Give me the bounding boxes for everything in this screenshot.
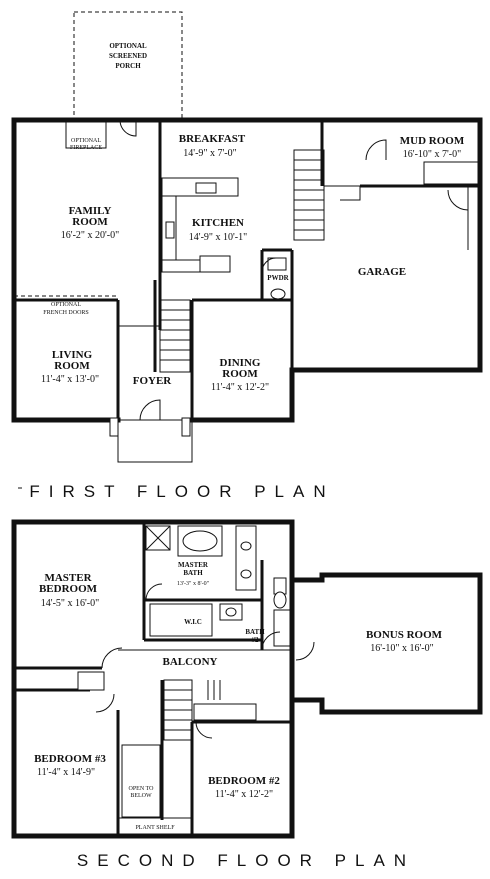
living-room-label-line-1: LIVING: [52, 349, 93, 361]
bedroom2-size: 11'-4" x 12'-2": [215, 789, 273, 800]
master-bath-label-line-2: BATH: [183, 569, 203, 577]
mud-room-label: MUD ROOM: [400, 135, 465, 147]
open-to-below-area: [121, 744, 161, 818]
french-doors-label-line-1: OPTIONAL: [51, 302, 81, 308]
garage-side-door-swing: [447, 189, 469, 211]
french-doors-label-line-2: FRENCH DOORS: [43, 310, 89, 316]
mudroom-door-swing: [365, 139, 387, 161]
breakfast-size: 14'-9" x 7'-0": [183, 148, 236, 159]
bedroom2-label: BEDROOM #2: [208, 775, 280, 787]
open-to-below-label-line-1: OPEN TO: [129, 786, 155, 792]
powder-room-fixtures: [267, 257, 287, 300]
master-bath-fixtures: [145, 525, 257, 591]
open-to-below-label-line-2: BELOW: [130, 793, 152, 799]
front-stoop: [117, 419, 193, 463]
dining-room-size: 11'-4" x 12'-2": [211, 382, 269, 393]
powder-label: PWDR: [267, 274, 289, 282]
upper-stairs: [163, 679, 257, 741]
bedroom3-door-swing: [95, 693, 115, 713]
bonus-room-label: BONUS ROOM: [366, 629, 443, 641]
porch-label-line-2: SCREENED: [109, 52, 147, 60]
powder-door-swing: [261, 257, 277, 273]
family-room-label-line-1: FAMILY: [69, 205, 112, 217]
balcony-label: BALCONY: [162, 656, 217, 668]
first-floor-plan: OPTIONAL SCREENED PORCH OPTIONAL FIREPLA…: [11, 11, 483, 501]
main-stairs: [159, 299, 191, 373]
porch-label-line-1: OPTIONAL: [109, 42, 147, 50]
bath2-fixtures: [219, 577, 291, 647]
bath2-label-line-1: BATH: [245, 628, 265, 636]
garage-label: GARAGE: [358, 266, 406, 278]
plant-shelf: [117, 817, 193, 835]
front-column-left: [109, 417, 119, 437]
first-floor-exterior-wall-right: [189, 367, 295, 423]
dining-room-label-line-1: DINING: [220, 357, 261, 369]
walk-in-closet-shelves: [149, 603, 213, 637]
family-room-size: 16'-2" x 20'-0": [61, 230, 119, 241]
kitchen-counters: [161, 177, 239, 273]
garage-stairs: [293, 149, 361, 241]
bonus-room-size: 16'-10" x 16'-0": [370, 643, 433, 654]
wic-label: W.I.C: [184, 618, 202, 626]
bath2-door-swing: [261, 631, 281, 651]
first-floor-heading: FIRST FLOOR PLAN: [29, 482, 334, 501]
living-room-size: 11'-4" x 13'-0": [41, 374, 99, 385]
master-bedroom-door-swing: [101, 647, 123, 669]
second-floor-plan: MASTER BATH 13'-3" x 8'-0" MASTER BEDROO…: [11, 519, 483, 870]
bedroom3-size: 11'-4" x 14'-9": [37, 767, 95, 778]
plant-shelf-label: PLANT SHELF: [135, 825, 175, 831]
wic-door-swing: [145, 583, 163, 601]
fireplace-icon: [65, 121, 107, 149]
fireplace-label-line-2: FIREPLACE: [70, 145, 102, 151]
front-door-swing: [139, 399, 161, 421]
porch-label-line-3: PORCH: [115, 62, 141, 70]
breakfast-label: BREAKFAST: [179, 133, 246, 145]
kitchen-size: 14'-9" x 10'-1": [189, 232, 247, 243]
kitchen-label: KITCHEN: [192, 217, 244, 229]
garage-wall: [289, 117, 483, 373]
front-column-right: [181, 417, 191, 437]
living-room-label-line-2: ROOM: [54, 360, 90, 372]
master-bath-size: 13'-3" x 8'-0": [177, 581, 210, 587]
master-bedroom-label-line-1: MASTER: [44, 572, 92, 584]
bedroom2-door-swing: [195, 721, 213, 739]
bonus-room-wall: [289, 572, 483, 715]
bedroom3-label: BEDROOM #3: [34, 753, 106, 765]
second-floor-exterior-wall: [11, 519, 295, 839]
kitchen-door-swing: [119, 119, 137, 137]
master-bedroom-size: 14'-5" x 16'-0": [41, 598, 99, 609]
mud-room-size: 16'-10" x 7'-0": [403, 149, 461, 160]
dining-room-label-line-2: ROOM: [222, 368, 258, 380]
fireplace-label-line-1: OPTIONAL: [71, 138, 101, 144]
master-bath-label-line-1: MASTER: [178, 561, 209, 569]
bath2-label-line-2: #2: [252, 636, 260, 644]
closet-bedroom3: [77, 671, 105, 691]
second-floor-heading: SECOND FLOOR PLAN: [77, 851, 415, 870]
family-room-label-line-2: ROOM: [72, 216, 108, 228]
bonus-room-door-swing: [295, 641, 315, 661]
mud-room-counter: [423, 161, 479, 185]
foyer-label: FOYER: [133, 375, 173, 387]
master-bedroom-label-line-2: BEDROOM: [39, 583, 98, 595]
first-floor-exterior-wall: [11, 117, 325, 423]
